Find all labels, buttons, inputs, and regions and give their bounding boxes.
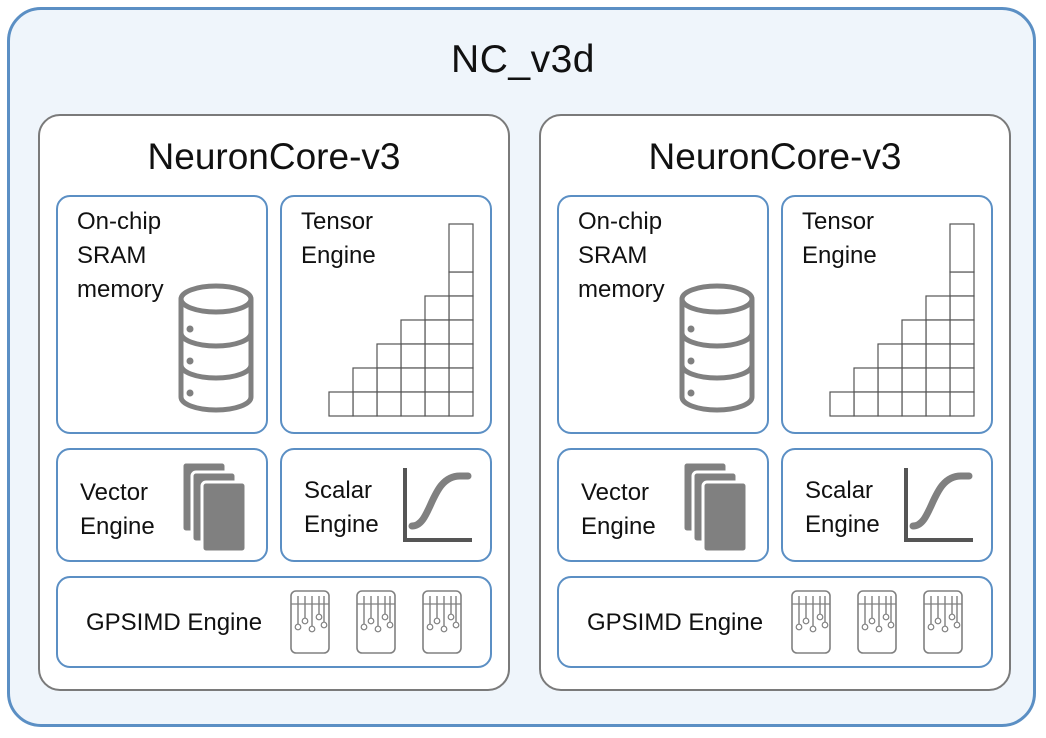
tensor-engine-block: Tensor Engine: [781, 195, 993, 434]
core-title: NeuronCore-v3: [147, 136, 401, 177]
vector-engine-block: Vector Engine: [557, 448, 769, 562]
neuroncore-0: NeuronCore-v3 On-chip SRAM memory Tensor…: [38, 114, 510, 691]
gpsimd-label: GPSIMD Engine: [587, 609, 764, 636]
scalar-label: Scalar Engine: [304, 477, 379, 538]
processor-icon: [356, 590, 396, 654]
sram-label: On-chip SRAM memory: [578, 208, 665, 303]
database-icon: [679, 283, 755, 413]
vector-label: Vector Engine: [80, 479, 155, 540]
scalar-engine-block: Scalar Engine: [280, 448, 492, 562]
scalar-label: Scalar Engine: [805, 477, 880, 538]
processor-icon: [422, 590, 462, 654]
systolic-array-icon: [829, 223, 975, 417]
gpsimd-engine-block: GPSIMD Engine: [56, 576, 492, 668]
systolic-array-icon: [328, 223, 474, 417]
tensor-label: Tensor Engine: [802, 208, 877, 269]
gpsimd-label: GPSIMD Engine: [86, 609, 263, 636]
core-title: NeuronCore-v3: [648, 136, 902, 177]
processor-icon: [290, 590, 330, 654]
neuroncore-1: NeuronCore-v3 On-chip SRAM memory Tensor…: [539, 114, 1011, 691]
processor-icon: [791, 590, 831, 654]
processor-icon: [923, 590, 963, 654]
sigmoid-curve-icon: [403, 468, 472, 542]
processor-icon: [857, 590, 897, 654]
tensor-label: Tensor Engine: [301, 208, 376, 269]
sigmoid-curve-icon: [904, 468, 973, 542]
scalar-engine-block: Scalar Engine: [781, 448, 993, 562]
sram-memory-block: On-chip SRAM memory: [56, 195, 268, 434]
gpsimd-engine-block: GPSIMD Engine: [557, 576, 993, 668]
vector-engine-block: Vector Engine: [56, 448, 268, 562]
stacked-cards-icon: [681, 460, 749, 554]
stacked-cards-icon: [180, 460, 248, 554]
chip-title: NC_v3d: [451, 38, 595, 81]
vector-label: Vector Engine: [581, 479, 656, 540]
sram-memory-block: On-chip SRAM memory: [557, 195, 769, 434]
database-icon: [178, 283, 254, 413]
sram-label: On-chip SRAM memory: [77, 208, 164, 303]
tensor-engine-block: Tensor Engine: [280, 195, 492, 434]
